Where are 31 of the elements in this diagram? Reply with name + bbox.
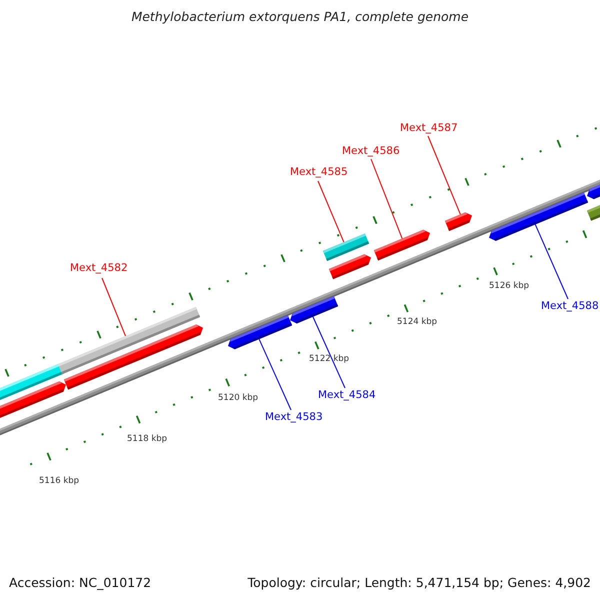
gene-label: Mext_4585 bbox=[290, 166, 348, 179]
title: Methylobacterium extorquens PA1, complete genome bbox=[130, 9, 470, 24]
leader-line bbox=[312, 316, 346, 388]
leader-line bbox=[258, 338, 292, 410]
leader-line bbox=[370, 158, 403, 240]
gene-label: Mext_4587 bbox=[400, 122, 458, 135]
gene-label: Mext_4586 bbox=[342, 145, 400, 158]
gene-label: Mext_4584 bbox=[318, 389, 376, 402]
leader-line bbox=[318, 180, 344, 243]
gene-feature bbox=[444, 212, 472, 231]
footer-text: Topology: circular; Length: 5,471,154 bp; Genes: 4,902 bbox=[248, 575, 591, 590]
leader-line bbox=[102, 278, 126, 337]
scale-label: 5118 kbp bbox=[127, 434, 168, 444]
leader-line bbox=[428, 136, 461, 215]
scale-label: 5122 kbp bbox=[309, 354, 350, 364]
scale-label: 5120 kbp bbox=[218, 393, 258, 404]
gene-label: Mext_4582 bbox=[70, 262, 128, 275]
gene-feature bbox=[228, 315, 292, 350]
scale-label: 5116 kbp bbox=[39, 476, 80, 486]
scale-label: 5124 kbp bbox=[397, 317, 438, 328]
leader-line bbox=[534, 224, 568, 300]
gene-feature bbox=[489, 192, 588, 241]
gene-feature bbox=[328, 254, 371, 280]
scale-label: 5126 kbp bbox=[489, 281, 530, 292]
gene-feature bbox=[0, 381, 66, 420]
gene-feature bbox=[290, 296, 338, 324]
gene-label: Mext_4583 bbox=[265, 411, 323, 424]
gene-feature bbox=[374, 230, 430, 260]
gene-feature bbox=[64, 324, 203, 390]
footer-text: Accession: NC_010172 bbox=[9, 575, 152, 590]
gene-label: Mext_4588 bbox=[541, 300, 599, 313]
